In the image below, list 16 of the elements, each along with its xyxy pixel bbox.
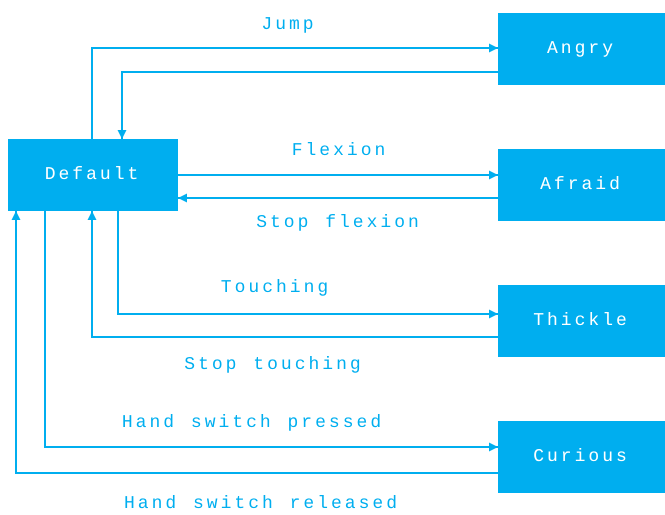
state-box xyxy=(498,149,665,221)
state-name: Default xyxy=(44,164,142,186)
arrow xyxy=(178,170,498,180)
arrow xyxy=(117,211,498,318)
arrow xyxy=(88,211,498,338)
state-name: Angry xyxy=(546,38,616,60)
arrow xyxy=(91,44,498,139)
state-box xyxy=(498,421,665,493)
state-box xyxy=(498,285,665,357)
state-name: Thickle xyxy=(533,310,630,332)
arrow xyxy=(178,194,498,202)
state-name: Afraid xyxy=(540,174,623,196)
arrow xyxy=(118,71,498,139)
state-box xyxy=(8,139,178,211)
state-box xyxy=(498,13,665,85)
state-name: Curious xyxy=(533,446,630,468)
